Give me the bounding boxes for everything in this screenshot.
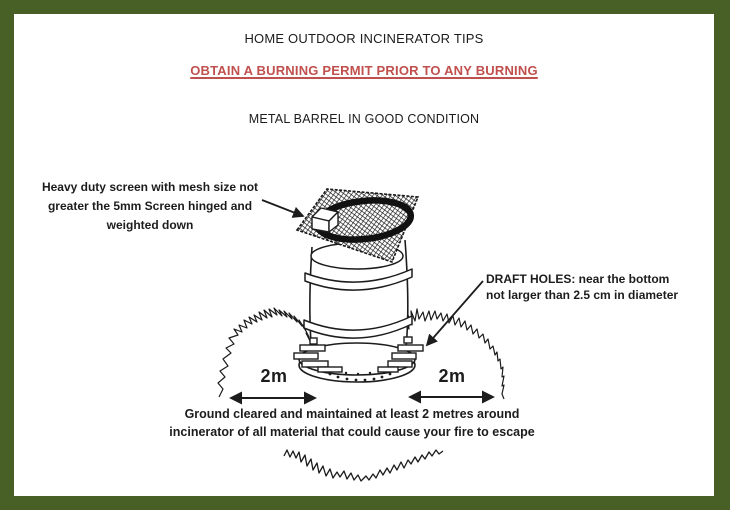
ground-squiggle bbox=[283, 449, 444, 482]
clearance-label-left: 2m bbox=[260, 366, 288, 386]
barrel-ribs bbox=[303, 268, 413, 339]
draft-holes-note-line-2: not larger than 2.5 cm in diameter bbox=[486, 287, 679, 302]
screen-note-line-2: greater the 5mm Screen hinged and bbox=[47, 199, 253, 213]
grass-right bbox=[401, 308, 505, 400]
burning-permit-warning: OBTAIN A BURNING PERMIT PRIOR TO ANY BUR… bbox=[190, 63, 538, 78]
ground-clearance-caption-line-1: Ground cleared and maintained at least 2… bbox=[184, 407, 520, 421]
draft-holes-left bbox=[293, 337, 343, 373]
clearance-label-right: 2m bbox=[438, 366, 466, 386]
grass-left bbox=[217, 307, 312, 398]
draft-holes-right bbox=[377, 336, 424, 373]
section-heading: METAL BARREL IN GOOD CONDITION bbox=[248, 112, 480, 126]
barrel-rib-lower bbox=[303, 315, 413, 339]
draft-holes-note-line-1: DRAFT HOLES: near the bottom bbox=[486, 272, 670, 286]
weight-block bbox=[311, 207, 339, 233]
page-title: HOME OUTDOOR INCINERATOR TIPS bbox=[244, 31, 484, 46]
ground-clearance-caption-line-2: incinerator of all material that could c… bbox=[169, 424, 535, 439]
barrel-rib-upper bbox=[304, 268, 413, 291]
draft-holes-note: DRAFT HOLES: near the bottom not larger … bbox=[486, 272, 718, 303]
screen-note-line-1: Heavy duty screen with mesh size not bbox=[41, 180, 259, 194]
screen-note-arrow bbox=[261, 199, 305, 218]
ground-clearance-caption: Ground cleared and maintained at least 2… bbox=[52, 406, 652, 441]
screen-note: Heavy duty screen with mesh size not gre… bbox=[26, 178, 274, 235]
draft-holes-arrow bbox=[425, 280, 484, 347]
screen-note-line-3: weighted down bbox=[106, 218, 194, 232]
